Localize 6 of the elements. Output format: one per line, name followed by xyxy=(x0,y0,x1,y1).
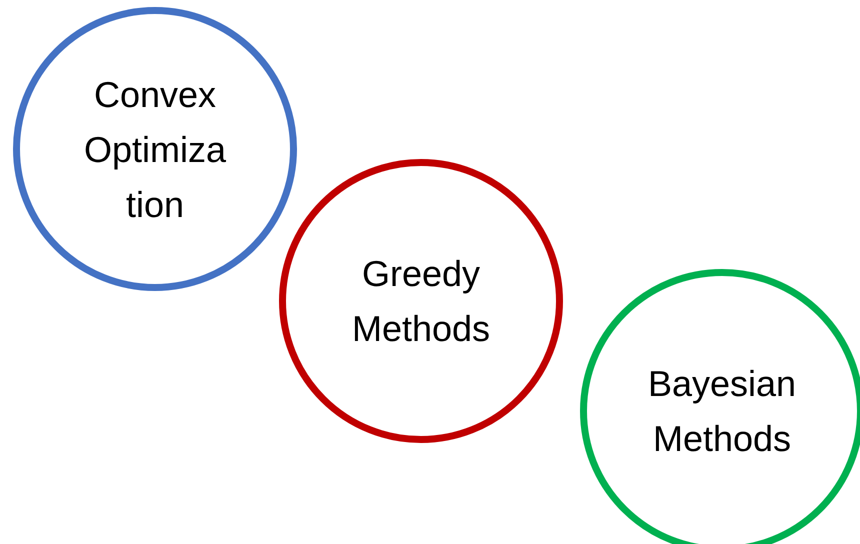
circle-node xyxy=(279,159,563,443)
node-label: Bayesian Methods xyxy=(646,362,798,461)
node-label: Greedy Methods xyxy=(350,252,492,351)
circle-node xyxy=(580,269,860,544)
circle-node xyxy=(13,7,297,291)
node-label: Convex Optimiza tion xyxy=(82,72,228,226)
